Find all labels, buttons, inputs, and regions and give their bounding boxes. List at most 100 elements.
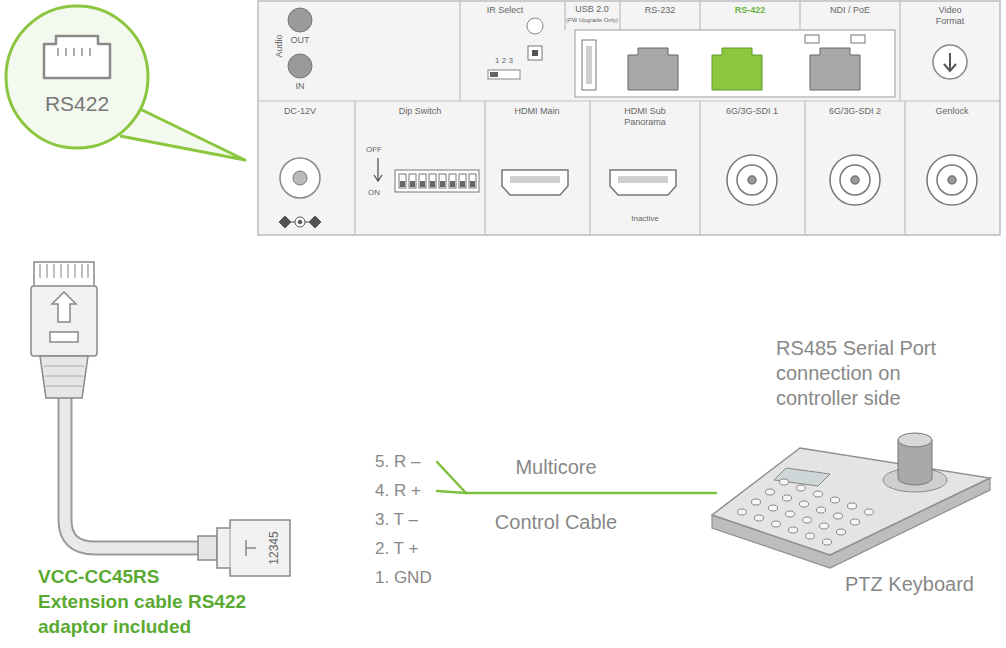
polarity-symbol — [309, 216, 321, 228]
keyboard-button — [755, 515, 764, 521]
panel-divider — [484, 101, 485, 235]
port-label: 6G/3G-SDI 1 — [726, 106, 778, 117]
dip-key — [419, 174, 426, 188]
panel-divider — [354, 101, 355, 235]
up-arrow — [52, 292, 76, 322]
dip-key — [399, 174, 406, 188]
port-label: Dip Switch — [399, 106, 442, 117]
rear-panel — [258, 1, 1000, 235]
plug-contacts — [40, 264, 88, 278]
port-label: RS-422 — [735, 5, 766, 16]
panel-divider — [799, 1, 800, 30]
ir-sensor — [527, 18, 543, 34]
keyboard-button — [752, 499, 761, 505]
boot-ribs — [44, 366, 84, 386]
keyboard-button — [848, 503, 857, 509]
pin-name: 4. R + — [375, 481, 421, 501]
pin-name: 3. T – — [375, 510, 418, 530]
panel-divider — [589, 101, 590, 235]
lcd-screen — [774, 468, 830, 486]
bnc-connector — [727, 155, 777, 205]
dip-switch — [395, 170, 479, 192]
audio-in-jack — [288, 54, 312, 78]
hdmi-contacts — [510, 176, 560, 183]
joystick-top — [898, 433, 932, 447]
node-text: 12345 — [267, 531, 281, 564]
keyboard-button — [786, 511, 795, 517]
cable — [65, 395, 205, 548]
dip-key — [450, 181, 455, 187]
rj45-icon — [44, 36, 110, 78]
port-label: RS-232 — [645, 5, 676, 16]
port-label: DC-12V — [284, 106, 316, 117]
bnc-connector — [937, 165, 967, 195]
pin-name: 1. GND — [375, 568, 432, 588]
panel-divider — [804, 101, 805, 235]
panel-divider — [899, 1, 900, 101]
switch-position: ON — [368, 188, 380, 198]
audio-out-jack — [288, 8, 312, 32]
rs422-adaptor — [198, 536, 217, 560]
led — [851, 35, 865, 43]
panel-divider — [619, 1, 620, 30]
keyboard-button — [789, 527, 798, 533]
keyboard-button — [820, 523, 829, 529]
keyboard-button — [831, 497, 840, 503]
bnc-connector — [927, 155, 977, 205]
dip-key — [460, 181, 465, 187]
hdmi-sub-port — [610, 170, 676, 195]
ir-select-knob — [490, 72, 498, 77]
bnc-connector — [727, 155, 977, 205]
panel-divider — [699, 1, 700, 30]
port-label: Genlock — [935, 106, 968, 117]
bnc-connector — [948, 176, 956, 184]
switch-position: 1 2 3 — [495, 56, 513, 66]
polarity-symbol — [279, 216, 321, 228]
dip-key — [440, 181, 445, 187]
usb-port — [582, 40, 596, 90]
dip-key — [400, 181, 405, 187]
dip-key — [429, 174, 436, 188]
port-label: IR Select — [487, 5, 524, 16]
control-cable — [437, 462, 466, 493]
rs422-adaptor — [217, 520, 290, 576]
pin-name: 2. T + — [375, 539, 418, 559]
switch-position: OFF — [366, 145, 382, 155]
ptz-keyboard: RS485 Serial Port connection on controll… — [700, 320, 1000, 600]
keyboard-button — [806, 533, 815, 539]
port-label: 6G/3G-SDI 2 — [829, 106, 881, 117]
ptz-keyboard — [712, 433, 990, 568]
keyboard-button — [800, 501, 809, 507]
port-note: Inactive — [631, 214, 659, 224]
ir-select-switch — [488, 70, 520, 79]
node-text: RS422 — [45, 91, 109, 116]
dip-key — [439, 174, 446, 188]
port-label: HDMI Sub Panorama — [615, 106, 675, 128]
ir-indicator — [528, 46, 542, 60]
keyboard-button — [865, 509, 874, 515]
callout-bubble — [6, 6, 148, 148]
port-note: (FW Upgrade Only) — [566, 17, 618, 24]
usb-port-tongue — [586, 46, 592, 84]
keyboard-button — [803, 517, 812, 523]
keyboard-button — [738, 509, 747, 515]
polarity-symbol — [305, 222, 309, 223]
ndi-poe-port — [810, 48, 860, 90]
pin-name: 5. R – — [375, 452, 420, 472]
keyboard-button — [797, 485, 806, 491]
part-description: Extension cable RS422 adaptor included — [38, 590, 270, 639]
ptz-keyboard — [712, 448, 990, 555]
rs422-adaptor — [198, 520, 290, 576]
panel-divider — [699, 101, 700, 235]
bnc-connector — [840, 165, 870, 195]
polarity-symbol — [291, 222, 295, 223]
rs422-port — [712, 48, 762, 90]
polarity-symbol — [295, 217, 305, 227]
rs422-adaptor — [229, 528, 230, 568]
keyboard-button — [823, 539, 832, 545]
rs232-port — [628, 48, 678, 90]
rj45-plug — [31, 262, 205, 548]
bnc-connector — [851, 176, 859, 184]
rear-panel — [258, 1, 1000, 235]
led — [805, 35, 819, 43]
